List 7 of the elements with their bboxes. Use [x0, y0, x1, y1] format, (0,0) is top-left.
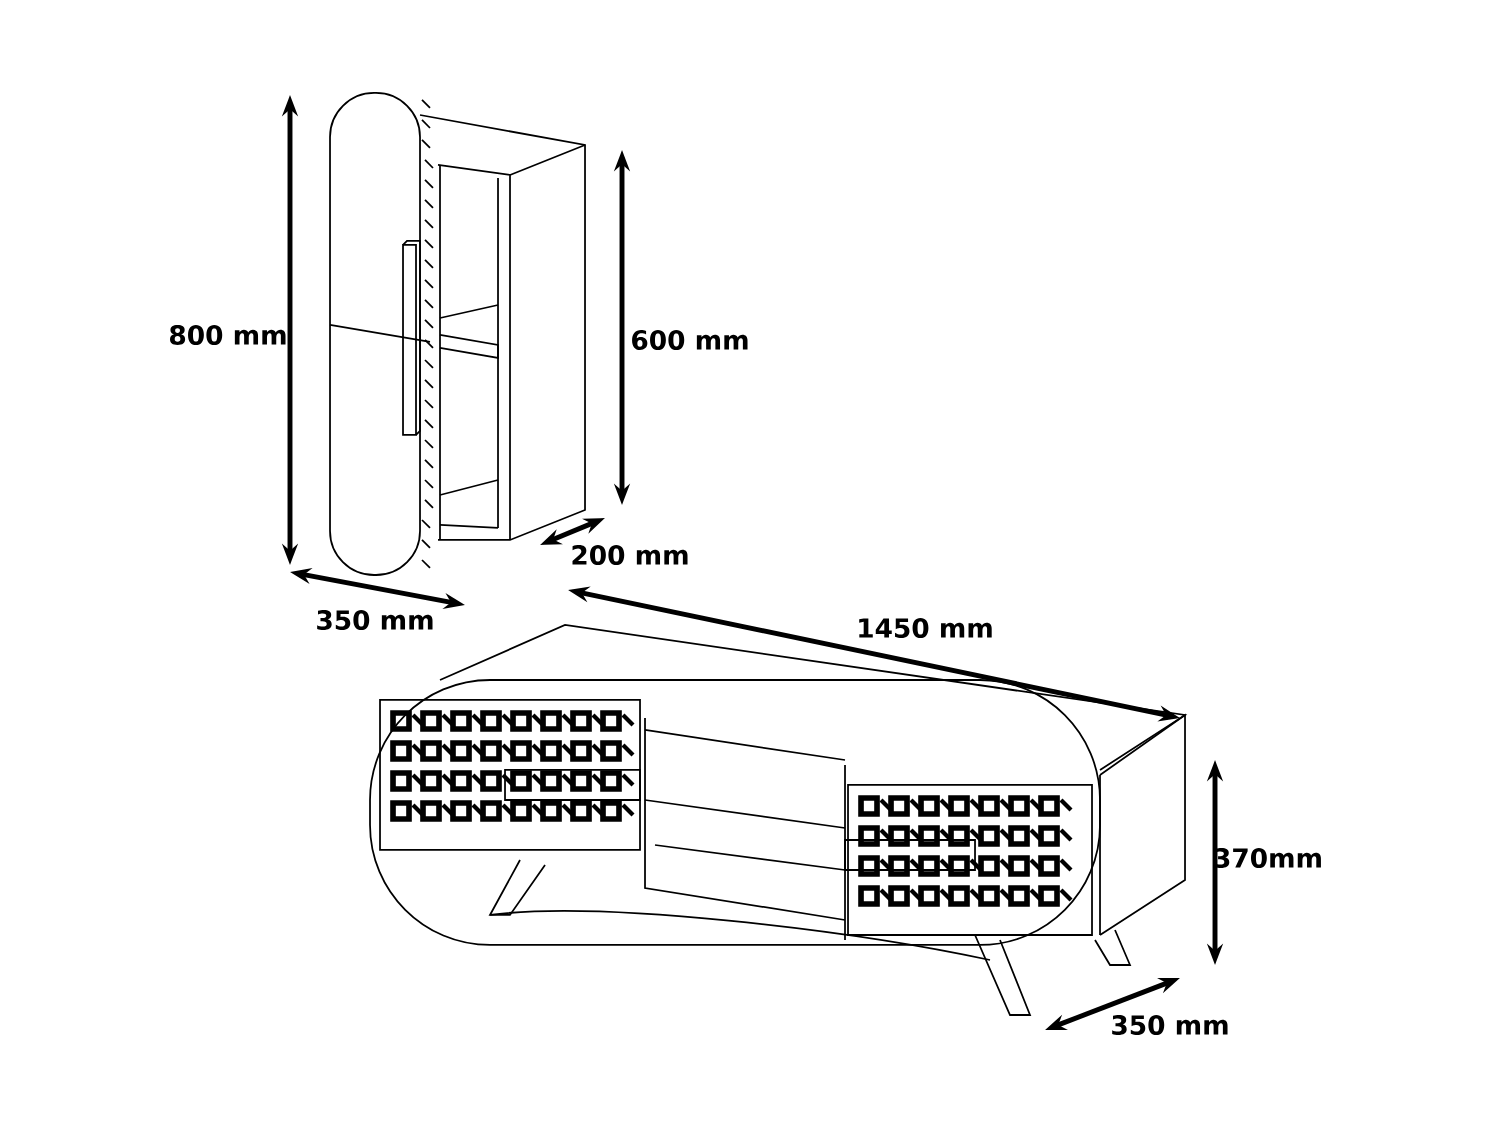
dimension-label: 1450 mm	[859, 618, 992, 638]
dimension-label: 200 mm	[572, 545, 688, 565]
dimension-label: 370mm	[1214, 848, 1321, 868]
dimension-label: 350 mm	[1112, 1015, 1228, 1035]
dimension-label: 600 mm	[632, 330, 748, 350]
dimension-label: 350 mm	[317, 610, 433, 630]
dimension-label: 800 mm	[170, 325, 286, 345]
